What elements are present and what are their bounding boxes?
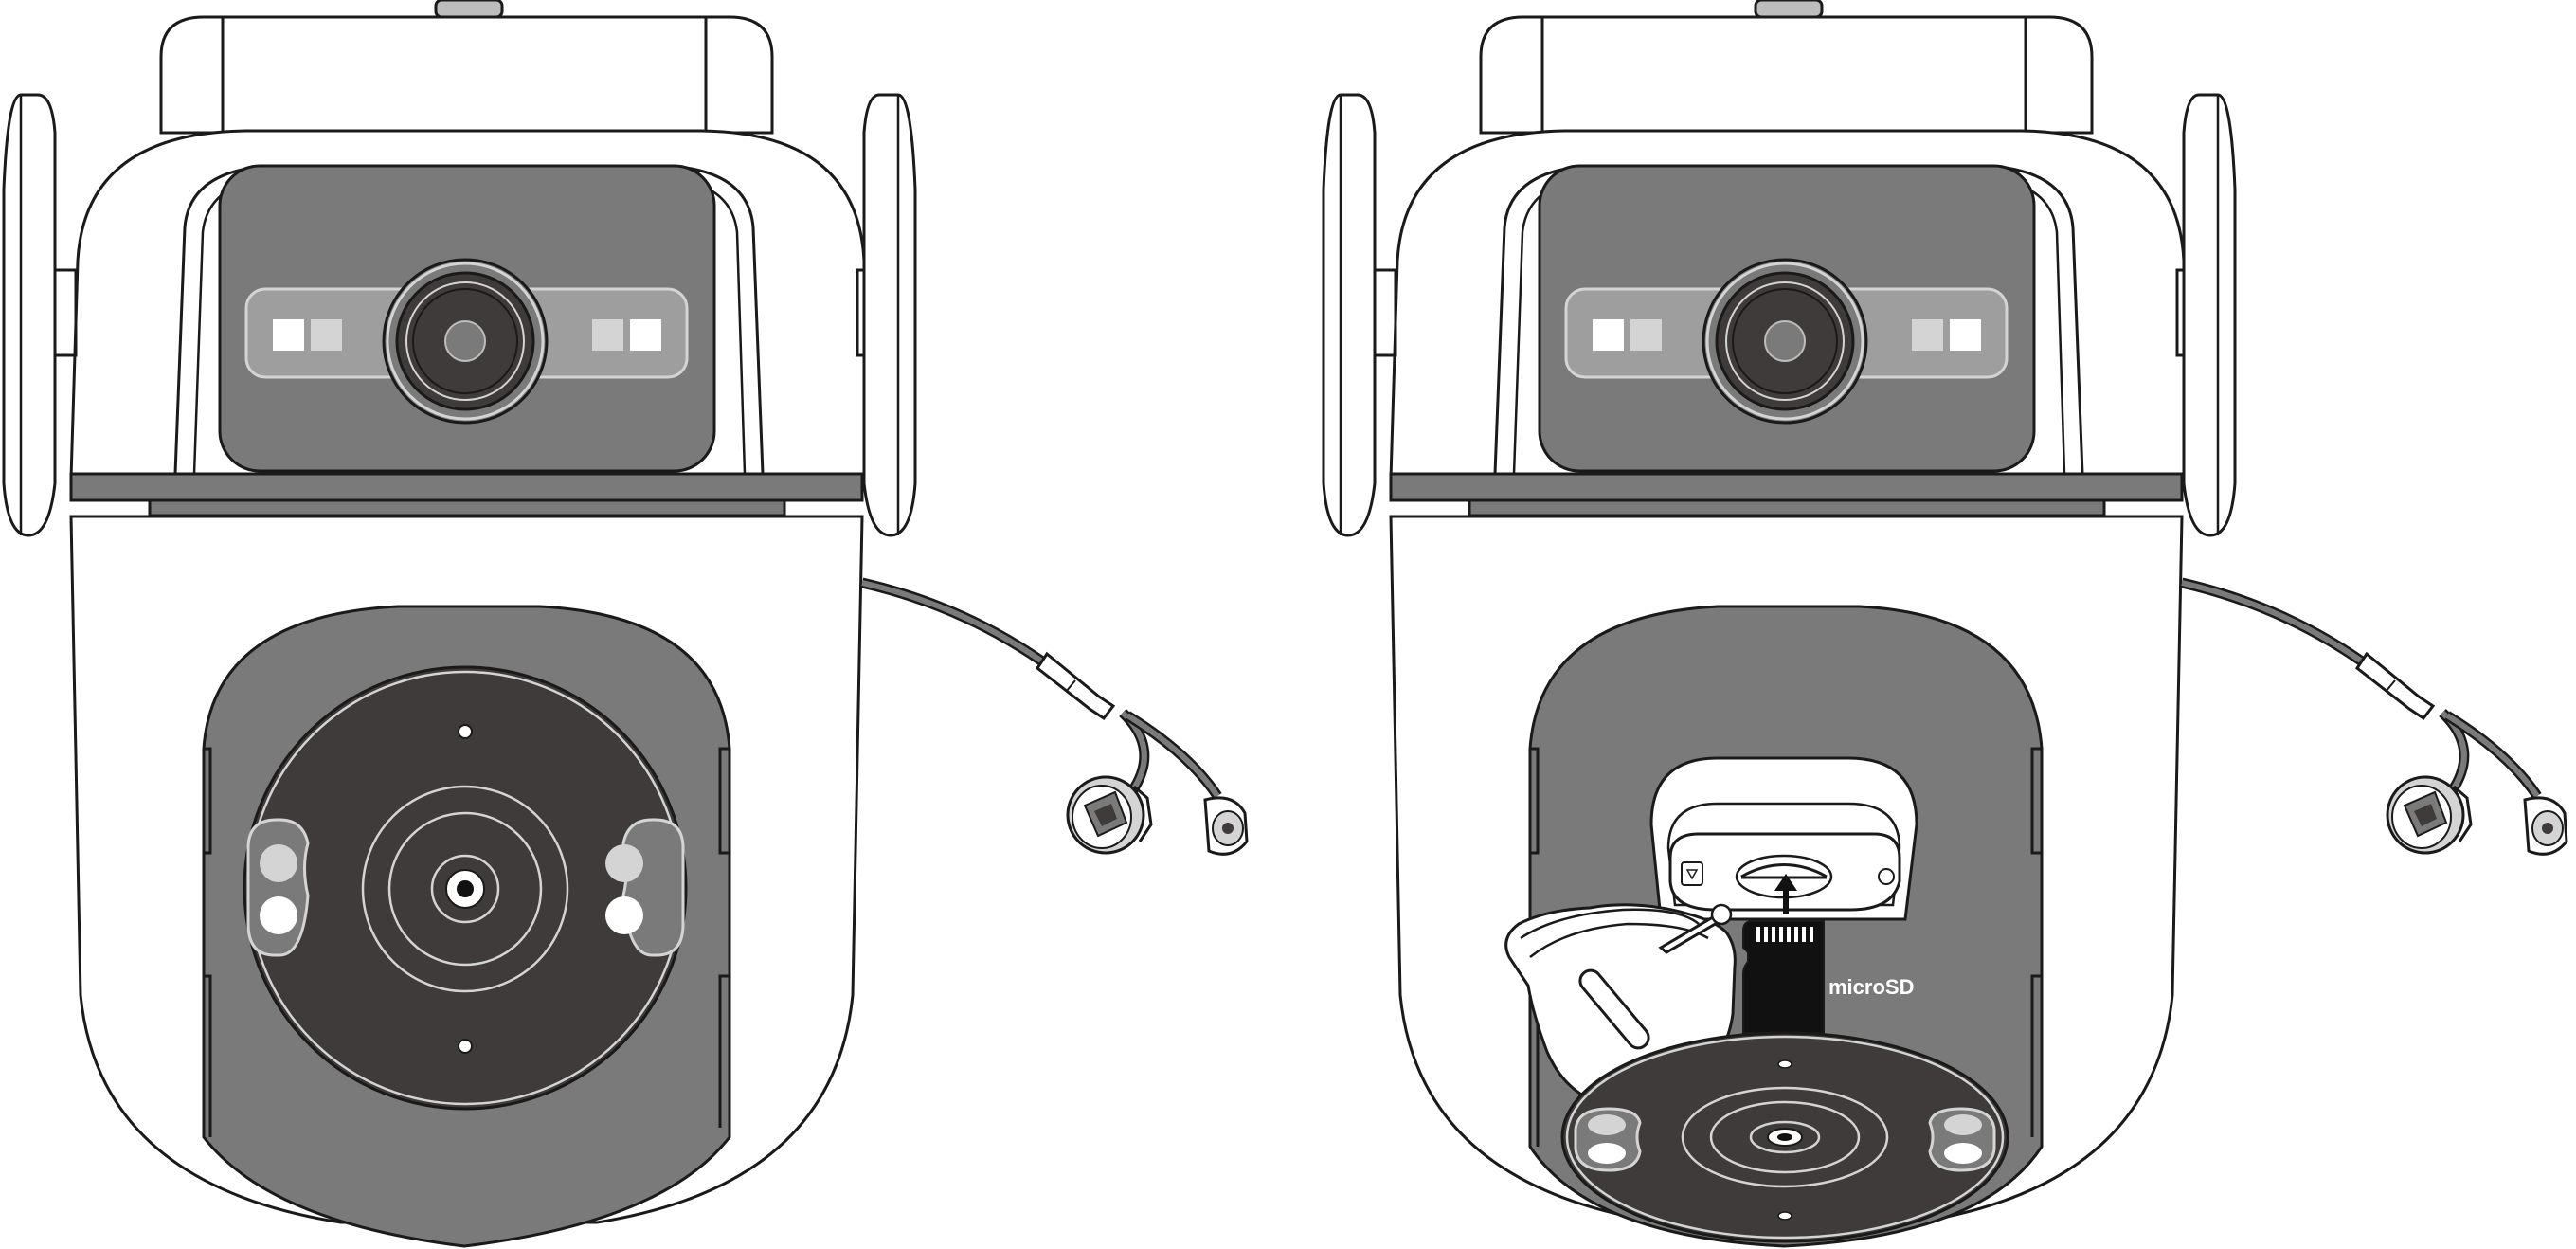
dc-power-connector-icon (1203, 796, 1249, 856)
bottom-lens-icon (361, 785, 569, 993)
ir-led-right (605, 818, 685, 957)
insert-arrow-icon (1774, 874, 1797, 914)
microsd-card-icon (1742, 920, 1825, 1034)
bottom-lens-assembly-tilted (1560, 1031, 2009, 1243)
microsd-label: microSD (1828, 975, 1914, 999)
bottom-lens-assembly (202, 605, 731, 1248)
camera-view-closed (2, 0, 1249, 1248)
ir-led-right (1928, 1107, 1996, 1172)
top-lens-icon (382, 258, 549, 425)
cable-icon (2182, 583, 2537, 796)
ir-led-left (246, 818, 310, 957)
top-lens-icon (1702, 258, 1868, 425)
ir-led-left (1574, 1107, 1642, 1172)
dc-power-connector-icon (2523, 796, 2568, 856)
bottom-lens-icon (1681, 1086, 1889, 1188)
camera-view-open-slot: microSD (1322, 0, 2568, 1248)
cable-icon (862, 583, 1217, 796)
